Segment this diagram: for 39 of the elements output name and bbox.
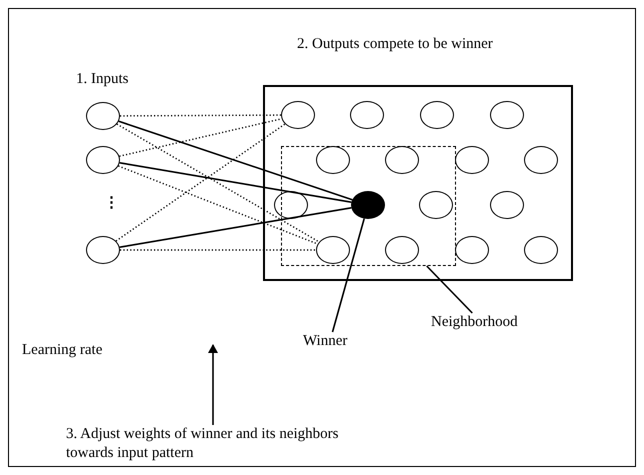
- annotation-text: 3. Adjust weights of winner and its neighbors towards input pattern: [66, 425, 351, 463]
- neuron-circle: [524, 146, 558, 174]
- neuron-circle: [316, 236, 350, 264]
- weight-connection: [118, 165, 318, 245]
- neuron-circle: [86, 146, 120, 174]
- neuron-circle: [86, 236, 120, 264]
- weight-connection: [120, 249, 316, 251]
- weight-connection: [116, 123, 286, 242]
- arrow: [208, 344, 218, 425]
- neighborhood-boundary: [281, 146, 456, 266]
- neuron-circle: [524, 236, 558, 264]
- neuron-circle: [316, 146, 350, 174]
- neuron-circle: [350, 101, 384, 129]
- label-text: 1. Inputs: [76, 70, 128, 89]
- neuron-circle: [384, 236, 418, 264]
- neuron-circle: [490, 191, 524, 219]
- neuron-circle: [281, 101, 315, 129]
- neuron-circle: [455, 236, 489, 264]
- leader-line: [332, 218, 365, 332]
- annotation-text: Neighborhood: [431, 313, 531, 332]
- label-text: ⋮: [104, 194, 119, 213]
- leader-line: [426, 265, 473, 314]
- label-text: Learning rate: [22, 341, 102, 360]
- neuron-circle: [455, 146, 489, 174]
- neuron-circle: [384, 146, 418, 174]
- section-heading: 2. Outputs compete to be winner: [297, 35, 493, 54]
- weight-connection: [120, 207, 352, 248]
- neuron-circle: [274, 191, 308, 219]
- annotation-text: Winner: [303, 332, 357, 351]
- neuron-circle: [490, 101, 524, 129]
- weight-connection: [116, 123, 320, 243]
- weight-connection: [120, 162, 352, 203]
- weight-connection: [119, 118, 282, 157]
- neuron-circle: [418, 190, 452, 218]
- weight-connection: [120, 114, 281, 117]
- neuron-circle: [420, 101, 454, 129]
- weight-connection: [118, 120, 353, 200]
- neuron-circle: [86, 102, 120, 130]
- winner-neuron: [350, 190, 384, 218]
